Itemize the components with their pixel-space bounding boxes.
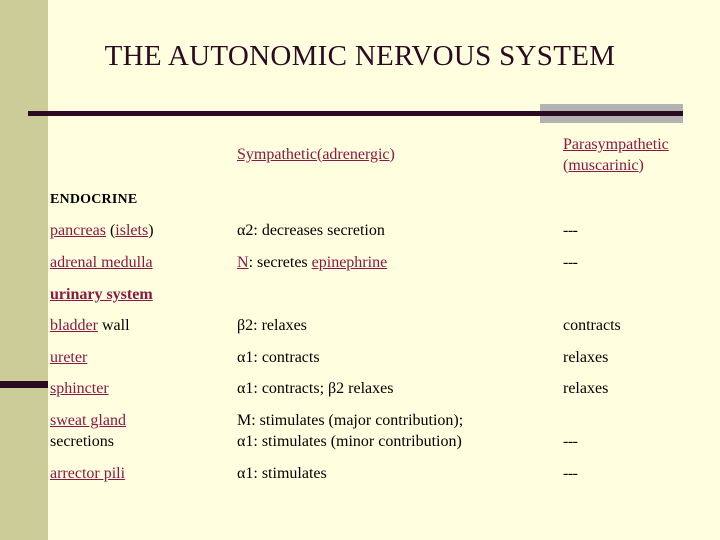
- sweat-gland-second-line: secretions: [50, 433, 114, 450]
- left-accent-bar: [0, 381, 48, 388]
- row-label-sweat-gland-secretions: sweat gland secretions: [50, 410, 230, 452]
- column-header-parasympathetic: Parasympathetic (muscarinic): [563, 134, 715, 176]
- cell-sympathetic-sphincter: α1: contracts; β2 relaxes: [237, 380, 394, 397]
- sidebar-decorative-band: [0, 0, 48, 540]
- cell-sympathetic-bladder-wall: β2: relaxes: [237, 317, 307, 334]
- term-bladder: bladder: [50, 317, 98, 334]
- cell-sympathetic-arrector-pili: α1: stimulates: [237, 465, 327, 482]
- term-sphincter: sphincter: [50, 380, 109, 397]
- section-heading-urinary-system: urinary system: [50, 286, 153, 303]
- term-islets: islets: [115, 222, 149, 239]
- adrenal-sympathetic-text: : secretes: [248, 254, 312, 271]
- term-pancreas: pancreas: [50, 222, 106, 239]
- row-label-bladder-wall: bladder wall: [50, 315, 230, 336]
- header-parasympathetic-qualifier: muscarinic: [568, 157, 639, 174]
- pancreas-paren-open: (: [105, 222, 116, 239]
- cell-parasympathetic-bladder-wall: contracts: [563, 317, 621, 334]
- term-nicotinic: N: [237, 254, 249, 271]
- cell-sympathetic-ureter: α1: contracts: [237, 349, 320, 366]
- cell-parasympathetic-sphincter: relaxes: [563, 380, 609, 397]
- header-sympathetic-term: Sympathetic: [237, 146, 317, 163]
- header-parasympathetic-term: Parasympathetic: [563, 136, 669, 153]
- section-heading-endocrine: ENDOCRINE: [50, 192, 138, 207]
- header-sympathetic-close-paren: ): [389, 146, 395, 163]
- header-parasympathetic-close-paren: ): [638, 157, 644, 174]
- term-sweat-gland: sweat gland: [50, 412, 126, 429]
- cell-sympathetic-adrenal-medulla: N: secretes epinephrine: [237, 252, 547, 273]
- cell-parasympathetic-ureter: relaxes: [563, 349, 609, 366]
- pancreas-paren-close: ): [148, 222, 154, 239]
- row-label-arrector-pili: arrector pili: [50, 463, 230, 484]
- row-label-adrenal-medulla: adrenal medulla: [50, 252, 230, 273]
- sweat-gland-sympathetic-line1: M: stimulates (major contribution);: [237, 412, 464, 429]
- cell-sympathetic-pancreas: α2: decreases secretion: [237, 222, 385, 239]
- cell-sympathetic-sweat-gland: M: stimulates (major contribution); α1: …: [237, 410, 547, 452]
- term-epinephrine: epinephrine: [311, 254, 388, 271]
- row-label-pancreas: pancreas (islets): [50, 220, 230, 241]
- header-sympathetic-open-paren: (: [316, 146, 323, 163]
- page-title: THE AUTONOMIC NERVOUS SYSTEM: [104, 40, 616, 72]
- title-underline-rule: [28, 111, 683, 116]
- term-adrenal-medulla: adrenal medulla: [50, 254, 153, 271]
- column-header-sympathetic: Sympathetic(adrenergic): [237, 144, 547, 165]
- cell-parasympathetic-sweat-gland: ---: [563, 433, 578, 450]
- cell-parasympathetic-arrector-pili: ---: [563, 465, 578, 482]
- term-ureter: ureter: [50, 349, 88, 366]
- header-sympathetic-qualifier: adrenergic: [322, 146, 390, 163]
- autonomic-effects-table: Sympathetic(adrenergic) Parasympathetic …: [0, 132, 720, 532]
- row-label-ureter: ureter: [50, 347, 230, 368]
- bladder-plain-text: wall: [97, 317, 130, 334]
- header-parasympathetic-open-paren: (: [563, 157, 569, 174]
- cell-parasympathetic-pancreas: ---: [563, 222, 578, 239]
- cell-parasympathetic-adrenal-medulla: ---: [563, 254, 578, 271]
- row-label-sphincter: sphincter: [50, 378, 230, 399]
- sweat-gland-sympathetic-line2: α1: stimulates (minor contribution): [237, 433, 462, 450]
- term-arrector-pili: arrector pili: [50, 465, 126, 482]
